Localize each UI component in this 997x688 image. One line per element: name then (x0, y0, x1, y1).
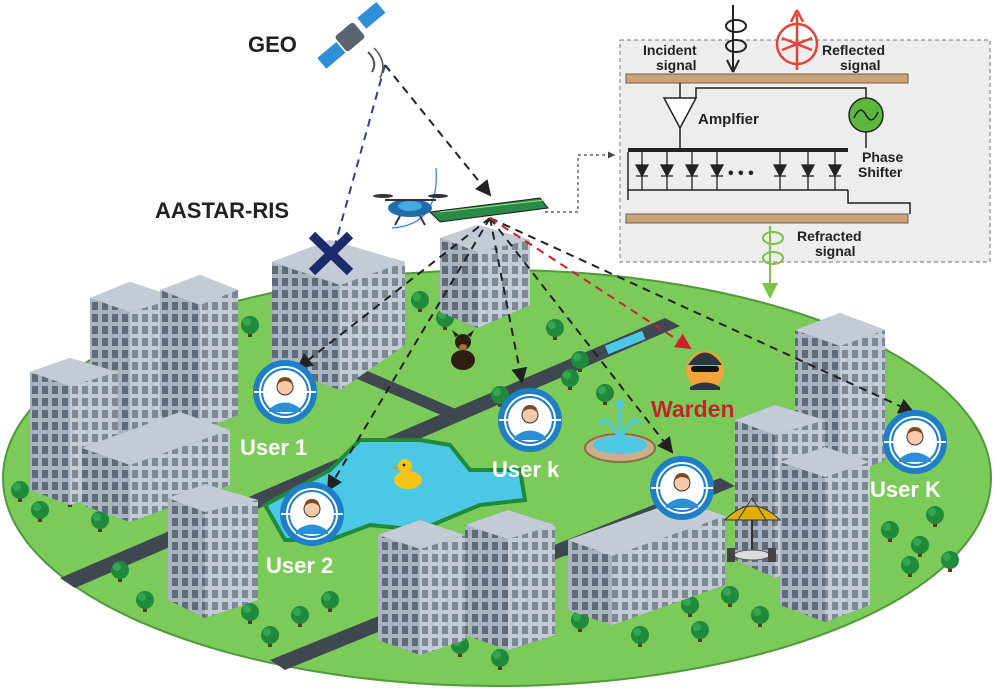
aastar-ris-label: AASTAR-RIS (155, 198, 289, 223)
userk-label: User k (492, 457, 560, 482)
incident-signal-label-2: signal (656, 57, 696, 73)
user-icon-mid (651, 457, 713, 519)
diode-array (627, 148, 911, 214)
ellipsis: • • • (728, 165, 754, 182)
drone-ris (373, 194, 549, 226)
duck (392, 459, 422, 489)
incident-signal-icon (725, 5, 747, 73)
amplifier-label: Amplfier (698, 111, 759, 128)
warden-label: Warden (651, 396, 735, 422)
user2-label: User 2 (266, 553, 333, 578)
reflected-signal-label-1: Reflected (822, 42, 885, 58)
geo-label: GEO (248, 32, 297, 57)
reflected-signal-label-2: signal (840, 57, 880, 73)
incident-layer (625, 73, 909, 84)
refraction-layer (625, 213, 909, 224)
phase-shifter-icon (848, 97, 884, 148)
incident-signal-label-1: Incident (643, 42, 697, 58)
satellite-icon (315, 0, 387, 79)
fountain (584, 400, 656, 463)
userK-label: User K (870, 477, 941, 502)
dog (451, 330, 475, 370)
phase-shifter-label-1: Phase (862, 149, 903, 165)
user1-label: User 1 (240, 435, 307, 460)
user-icon-2 (281, 483, 343, 545)
refracted-signal-label-2: signal (815, 243, 855, 259)
signal-links (296, 64, 915, 492)
amplifier-icon (662, 83, 867, 148)
ris-element-inset: Incident signal Reflected signal Amplfie… (619, 5, 991, 299)
reflected-signal-icon (775, 9, 819, 70)
cafe-umbrella (723, 497, 782, 562)
user-icon-1 (254, 361, 316, 423)
refracted-signal-label-1: Refracted (797, 228, 862, 244)
refracted-signal-icon (762, 226, 784, 299)
user-icon-k (499, 389, 561, 451)
phase-shifter-label-2: Shifter (858, 164, 903, 180)
warden-avatar (686, 351, 724, 390)
blocked-cross (308, 231, 354, 276)
user-icon-K (884, 411, 946, 473)
